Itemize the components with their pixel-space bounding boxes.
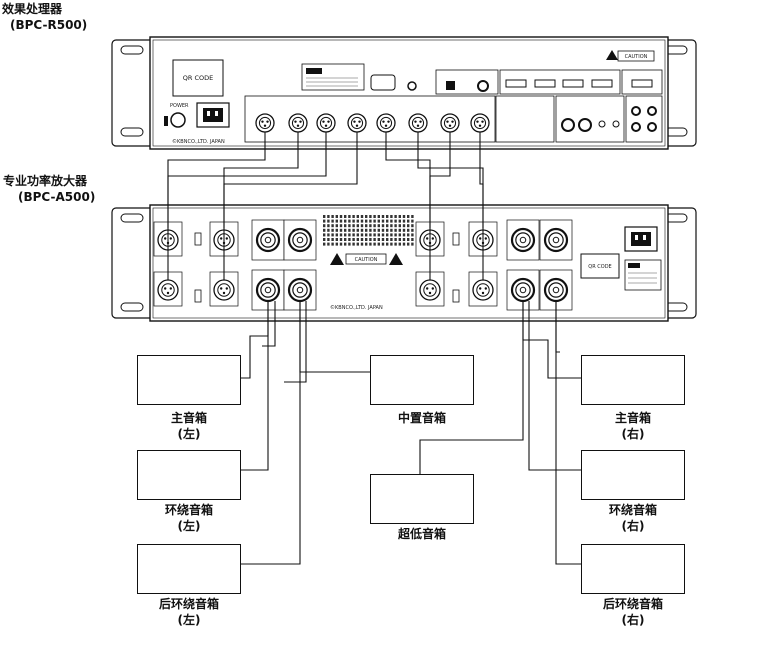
surround-left-label: 环绕音箱: [164, 503, 213, 517]
speakon-connector: [255, 227, 281, 253]
surround-right-speaker: [581, 450, 685, 500]
speaker-cable: [241, 301, 269, 471]
subwoofer-label: 超低音箱: [397, 527, 446, 541]
xlr-connector: [376, 113, 396, 133]
amplifier-company: ©KBNCO.,LTD. JAPAN: [330, 304, 383, 311]
rear-left-label: 后环绕音箱: [158, 597, 219, 611]
rear-left-side: (左): [177, 613, 201, 627]
xlr-connector: [440, 113, 460, 133]
amplifier-connectors: [153, 219, 573, 311]
processor-name: 效果处理器: [2, 2, 63, 16]
amplifier-model: (BPC-A500): [18, 190, 96, 204]
speakon-connector: [510, 227, 536, 253]
rear-right-speaker: [581, 544, 685, 594]
main-right-label: 主音箱: [614, 411, 651, 425]
surround-right-label: 环绕音箱: [608, 503, 657, 517]
power-button[interactable]: [170, 112, 186, 128]
speakon-connector: [287, 277, 313, 303]
xlr-connector: [213, 279, 235, 301]
amplifier-qr-label: QR CODE: [588, 264, 611, 270]
speaker-cable: [528, 301, 581, 471]
speaker-cable: [167, 132, 327, 280]
main-left-label: 主音箱: [170, 411, 207, 425]
main-left-speaker: [137, 355, 241, 405]
processor-model: (BPC-R500): [10, 18, 88, 32]
processor-output-connectors: [255, 113, 550, 133]
xlr-connector: [419, 279, 441, 301]
amplifier-unit: CAUTION ©KBNCO.,LTD. JAPAN QR CODE: [111, 204, 697, 322]
speakon-connector: [510, 277, 536, 303]
surround-left-speaker: [137, 450, 241, 500]
speaker-cable: [429, 132, 451, 280]
speakon-connector: [255, 277, 281, 303]
center-speaker: [370, 355, 474, 405]
speaker-wiring: [167, 132, 581, 565]
center-label: 中置音箱: [397, 411, 446, 425]
main-left-side: (左): [177, 427, 201, 441]
speakon-connector: [543, 227, 569, 253]
main-right-side: (右): [621, 427, 645, 441]
speaker-cable: [241, 301, 301, 565]
processor-qr-label: QR CODE: [183, 74, 213, 82]
rear-left-speaker: [137, 544, 241, 594]
subwoofer-speaker: [370, 474, 474, 524]
processor-caution: CAUTION: [625, 54, 648, 60]
rear-right-label: 后环绕音箱: [602, 597, 663, 611]
xlr-connector: [288, 113, 308, 133]
speaker-cable: [262, 301, 276, 347]
speaker-cable: [479, 132, 484, 280]
amplifier-name: 专业功率放大器: [3, 174, 88, 188]
speaker-cable: [555, 301, 581, 565]
processor-company: ©KBNCO.,LTD. JAPAN: [172, 138, 225, 145]
main-right-speaker: [581, 355, 685, 405]
rear-right-side: (右): [621, 613, 645, 627]
speakon-connector: [543, 277, 569, 303]
xlr-connector: [347, 113, 367, 133]
xlr-connector: [470, 113, 490, 133]
processor-power-label: POWER: [170, 103, 189, 109]
speaker-cable: [223, 132, 358, 280]
xlr-connector: [472, 279, 494, 301]
speaker-cable: [419, 301, 524, 474]
amplifier-caution: CAUTION: [355, 257, 378, 263]
xlr-connector: [157, 279, 179, 301]
xlr-connector: [408, 113, 428, 133]
speakon-connector: [287, 227, 313, 253]
xlr-connector: [316, 113, 336, 133]
surround-left-side: (左): [177, 519, 201, 533]
processor-unit: QR CODE POWER ©KBNCO.,LTD. JAPAN: [111, 36, 697, 150]
xlr-connector: [255, 113, 275, 133]
surround-right-side: (右): [621, 519, 645, 533]
speaker-cable: [284, 301, 307, 383]
